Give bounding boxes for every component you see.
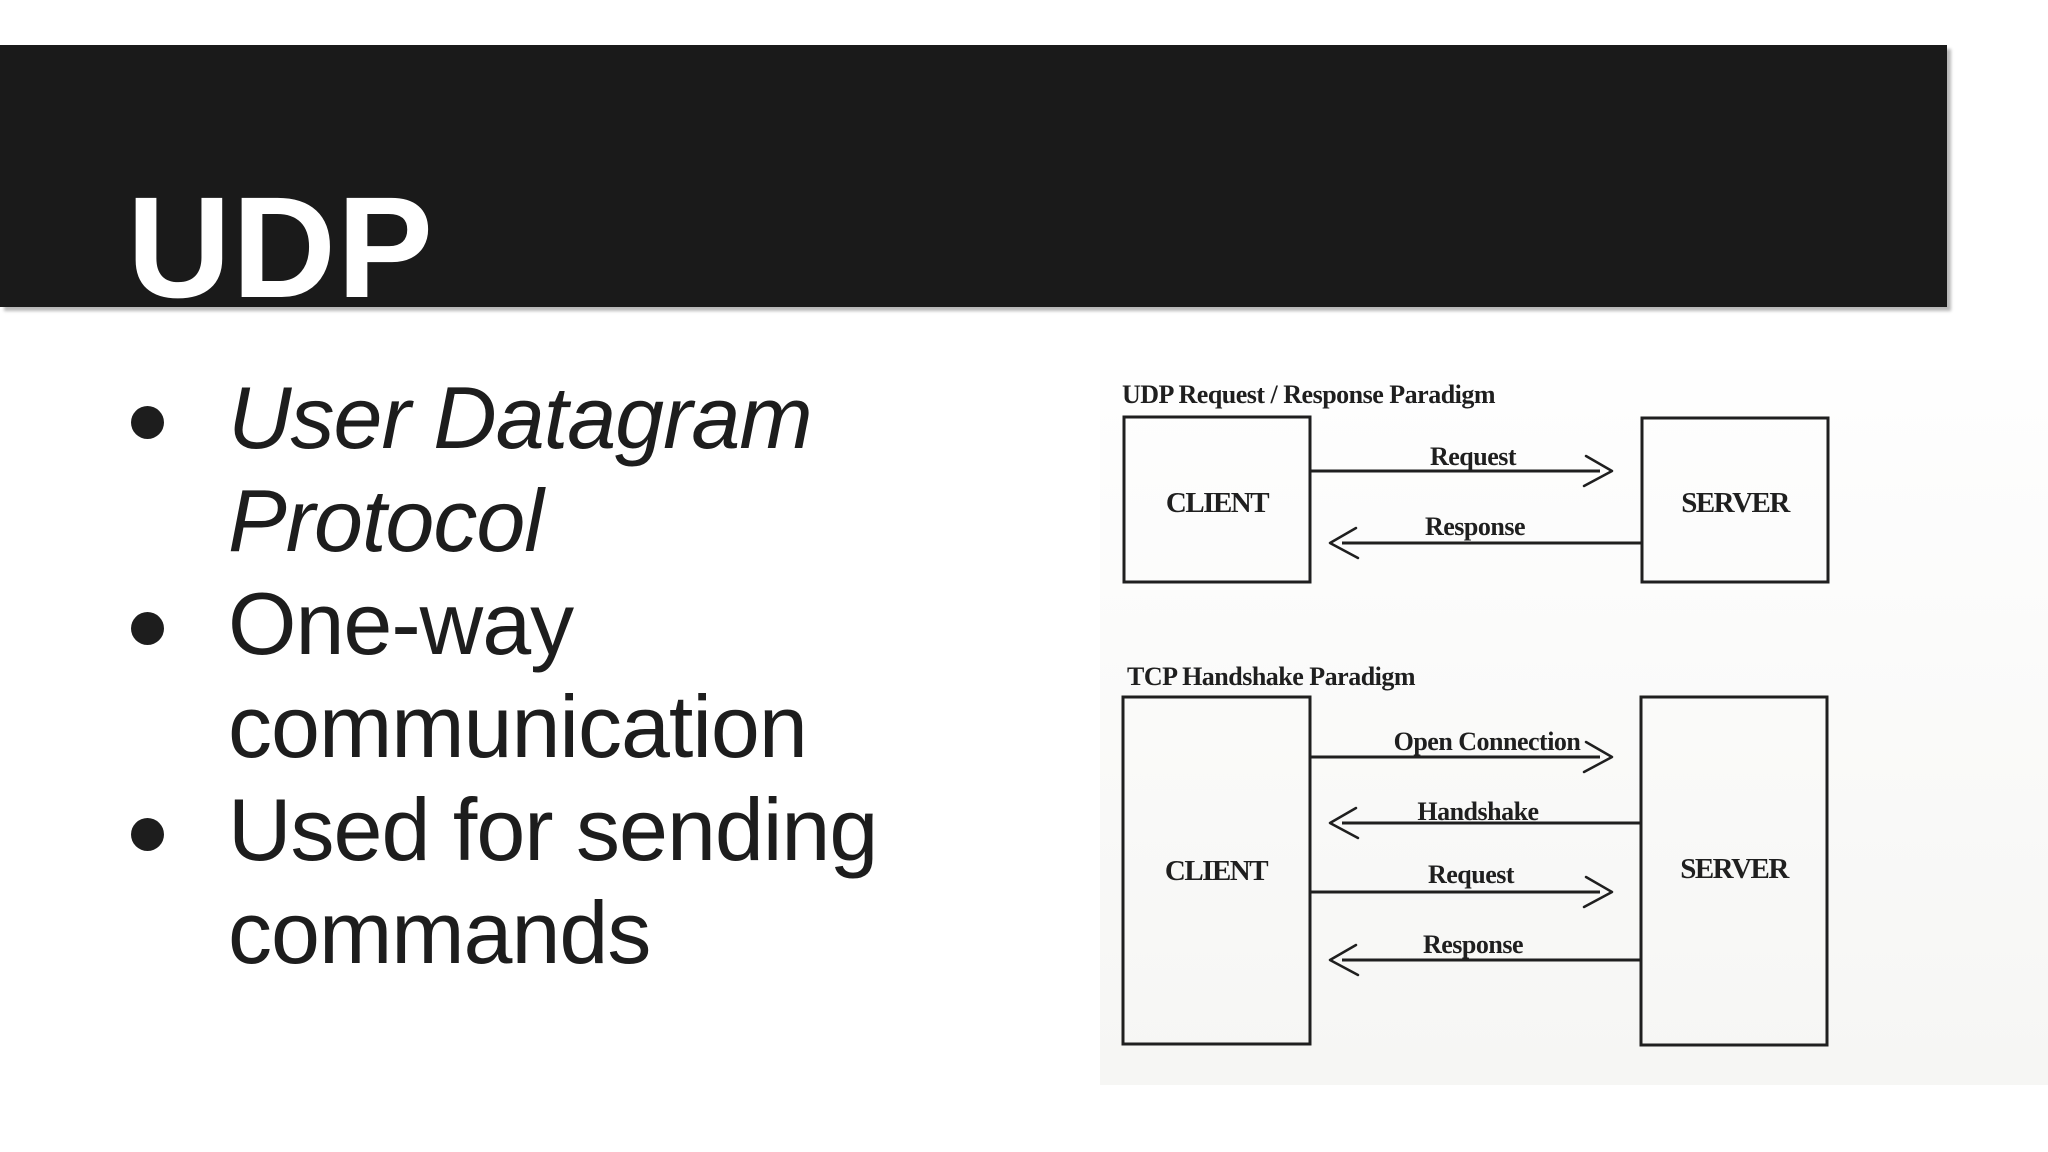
list-item: One-way communication: [131, 572, 891, 778]
bullet-text-one-way-communication: One-way communication: [228, 574, 808, 776]
udp-client-label: CLIENT: [1166, 487, 1269, 519]
list-item: User Datagram Protocol: [131, 366, 891, 572]
tcp-server-label: SERVER: [1680, 853, 1790, 885]
udp-response-label: Response: [1425, 512, 1525, 541]
tcp-request-label: Request: [1428, 860, 1515, 889]
udp-server-label: SERVER: [1681, 487, 1791, 519]
tcp-open-connection-arrowhead-icon: [1582, 740, 1614, 774]
tcp-response-arrowhead-icon: [1328, 943, 1360, 977]
bullet-list: User Datagram Protocol One-way communica…: [131, 366, 891, 984]
diagram-image-background: [1100, 370, 2048, 1085]
tcp-client-box: [1121, 695, 1312, 1046]
tcp-client-label: CLIENT: [1165, 855, 1268, 887]
tcp-response-label: Response: [1423, 930, 1523, 959]
bullet-text-user-datagram-protocol: User Datagram Protocol: [228, 368, 813, 570]
tcp-handshake-arrowhead-icon: [1328, 806, 1360, 840]
tcp-diagram-title: TCP Handshake Paradigm: [1127, 662, 1416, 691]
tcp-server-box: [1639, 695, 1829, 1047]
bullet-text-used-for-sending-commands: Used for sending commands: [228, 780, 878, 982]
bullet-icon: [131, 612, 164, 645]
network-paradigm-diagram: UDP Request / Response Paradigm CLIENT S…: [1121, 380, 1830, 1047]
udp-server-box: [1640, 416, 1830, 584]
udp-response-arrowhead-icon: [1328, 526, 1360, 560]
udp-request-label: Request: [1430, 442, 1517, 471]
bullet-icon: [131, 406, 164, 439]
tcp-request-arrowhead-icon: [1582, 875, 1614, 909]
udp-request-arrowhead-icon: [1582, 454, 1614, 488]
slide-title: UDP: [127, 167, 435, 328]
list-item: Used for sending commands: [131, 778, 891, 984]
udp-diagram-title: UDP Request / Response Paradigm: [1122, 380, 1496, 409]
tcp-open-connection-label: Open Connection: [1394, 727, 1582, 756]
bullet-icon: [131, 818, 164, 851]
udp-client-box: [1122, 415, 1312, 584]
tcp-handshake-label: Handshake: [1417, 797, 1538, 826]
title-bar: UDP: [0, 45, 1947, 320]
